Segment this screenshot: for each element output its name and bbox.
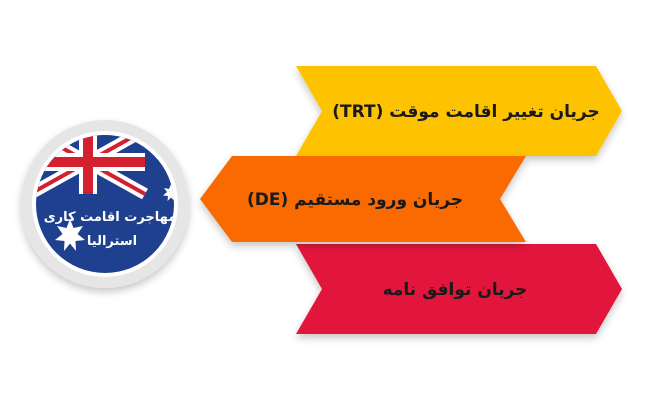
commonwealth-star-icon bbox=[55, 219, 85, 251]
australia-flag-icon bbox=[36, 135, 174, 273]
stream-arrow-trt bbox=[296, 66, 622, 156]
badge-title-line1: مهاجرت اقامت کاری bbox=[44, 210, 177, 225]
badge-title-line2: استرالیا bbox=[87, 234, 137, 249]
stream-arrow-trt-shape bbox=[296, 66, 622, 156]
stream-label-trt: جریان تغییر اقامت موقت (TRT) bbox=[332, 102, 599, 122]
stream-arrow-de-shape bbox=[200, 156, 526, 242]
australia-flag-badge: مهاجرت اقامت کاری استرالیا bbox=[21, 120, 189, 288]
stream-arrow-agreement-shape bbox=[296, 244, 622, 334]
stream-label-agreement: جریان توافق نامه bbox=[383, 280, 528, 300]
stream-arrow-agreement bbox=[296, 244, 622, 334]
stream-arrow-de bbox=[200, 156, 526, 242]
stream-label-de: جریان ورود مستقیم (DE) bbox=[247, 190, 463, 210]
southern-cross-star-icon bbox=[163, 184, 174, 201]
union-jack-icon bbox=[36, 135, 148, 200]
